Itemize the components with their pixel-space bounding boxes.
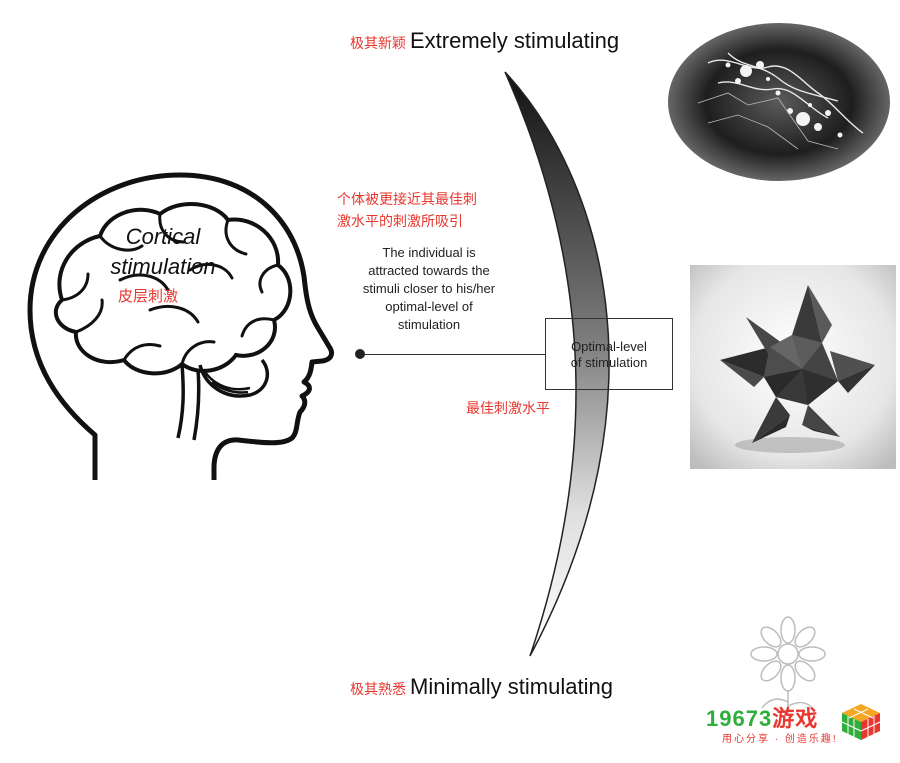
cube-logo-icon <box>841 704 881 740</box>
head-caption-cn: 皮层刺激 <box>118 288 179 305</box>
watermark-name: 游戏 <box>772 706 819 731</box>
human-head-brain-icon <box>27 172 335 480</box>
watermark-number: 19673 <box>706 706 773 731</box>
attraction-en-line5: stimulation <box>397 317 461 332</box>
attraction-cn-line1: 个体被更接近其最佳刺 <box>337 191 477 207</box>
stellated-polyhedron-image <box>690 265 896 469</box>
flower-outline-icon <box>750 616 826 716</box>
optimal-level-label-cn: 最佳刺激水平 <box>466 400 550 416</box>
attraction-en-line2: attracted towards the <box>368 263 490 278</box>
stimulation-gradient-crescent <box>504 71 610 657</box>
top-label-cn: 极其新颖 <box>350 35 406 51</box>
attraction-en-line1: The individual is <box>382 245 476 260</box>
connector-dot <box>355 349 365 359</box>
connector-line <box>360 354 546 355</box>
optimal-level-line1: Optimal-level <box>571 339 647 354</box>
attraction-cn-line2: 激水平的刺激所吸引 <box>337 213 463 229</box>
head-caption-line2: stimulation <box>110 254 216 279</box>
optimal-level-box <box>545 318 673 390</box>
attraction-en-line3: stimuli closer to his/her <box>362 281 496 296</box>
optimal-level-label: Optimal-level of stimulation <box>548 339 670 371</box>
bottom-label-en: Minimally stimulating <box>410 674 613 699</box>
fractal-image <box>668 23 890 181</box>
bottom-label-cn: 极其熟悉 <box>350 681 406 697</box>
optimal-level-line2: of stimulation <box>570 355 648 370</box>
attraction-caption-en: The individual is attracted towards the … <box>334 244 524 334</box>
attraction-caption-cn: 个体被更接近其最佳刺 激水平的刺激所吸引 <box>337 188 517 232</box>
watermark-logo: 19673游戏 <box>706 701 818 733</box>
watermark-slogan: 用心分享 · 创造乐趣! <box>722 734 838 745</box>
attraction-en-line4: optimal-level of <box>385 299 473 314</box>
top-label-en: Extremely stimulating <box>410 28 620 53</box>
head-caption: Cortical stimulation <box>88 222 238 282</box>
head-caption-line1: Cortical <box>125 224 201 249</box>
